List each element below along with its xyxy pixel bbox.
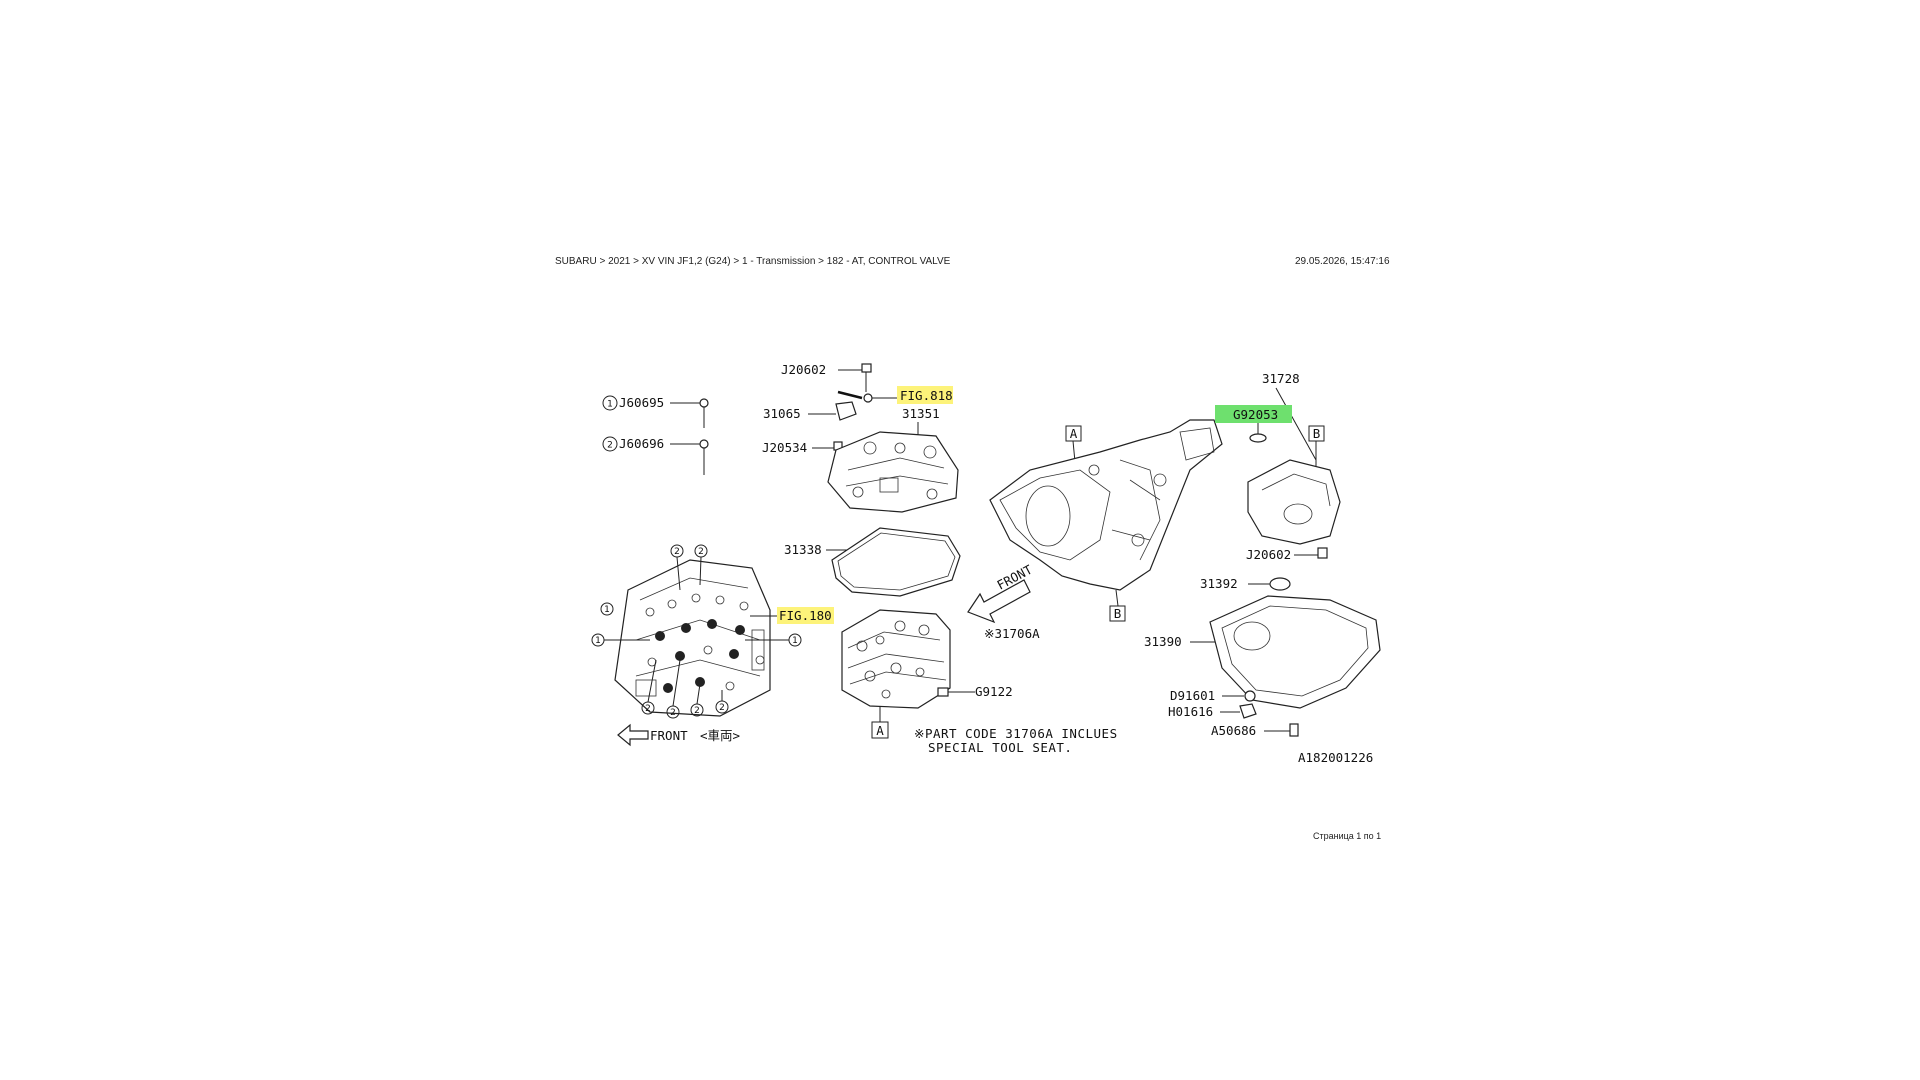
valve-body-detail: 2 2 1 1 1 2 2 2 2 FIG.180	[591, 544, 834, 719]
highlight-g92053	[1215, 405, 1292, 423]
callout-b-lower: B	[1114, 606, 1122, 621]
svg-text:2: 2	[670, 708, 676, 718]
label-31706a[interactable]: ※31706A	[984, 626, 1040, 641]
label-a50686[interactable]: A50686	[1211, 723, 1256, 738]
svg-text:2: 2	[719, 703, 725, 713]
label-front-paren: <車両>	[700, 728, 740, 743]
label-31390[interactable]: 31390	[1144, 634, 1182, 649]
label-g9122[interactable]: G9122	[975, 684, 1013, 699]
callout-a-top: A	[1070, 426, 1078, 441]
label-j60695[interactable]: J60695	[619, 395, 664, 410]
highlight-fig180	[777, 607, 834, 624]
oil-pan: 31392 31390 D91601 H01616 A50686	[1144, 576, 1381, 738]
note-line-2: SPECIAL TOOL SEAT.	[928, 740, 1072, 755]
callout-a-lower: A	[876, 723, 884, 738]
valve-plugs	[635, 593, 765, 697]
svg-text:1: 1	[595, 636, 601, 646]
svg-text:2: 2	[645, 704, 651, 714]
note-line-1: ※PART CODE 31706A INCLUES	[914, 726, 1118, 741]
label-31338[interactable]: 31338	[784, 542, 822, 557]
label-j20602-top[interactable]: J20602	[781, 362, 826, 377]
callout-b-top: B	[1313, 426, 1321, 441]
timestamp: 29.05.2026, 15:47:16	[1295, 256, 1390, 267]
label-j20534[interactable]: J20534	[762, 440, 807, 455]
label-31392[interactable]: 31392	[1200, 576, 1238, 591]
callout-2: 2	[607, 441, 613, 451]
breadcrumb: SUBARU > 2021 > XV VIN JF1,2 (G24) > 1 -…	[555, 256, 951, 267]
svg-text:1: 1	[604, 605, 610, 615]
svg-text:1: 1	[792, 636, 798, 646]
label-fig180[interactable]: FIG.180	[779, 608, 832, 623]
label-g92053[interactable]: G92053	[1233, 407, 1278, 422]
label-31728[interactable]: 31728	[1262, 371, 1300, 386]
callout-1: 1	[607, 400, 613, 410]
bolt-group-j60695: 1 J60695	[602, 395, 709, 428]
drawing-id: A182001226	[1298, 750, 1373, 765]
label-front: FRONT	[650, 728, 688, 743]
label-31351[interactable]: 31351	[902, 406, 940, 421]
label-d91601[interactable]: D91601	[1170, 688, 1215, 703]
label-j60696[interactable]: J60696	[619, 436, 664, 451]
highlight-fig818	[897, 386, 953, 404]
gasket-31338: 31338	[784, 527, 961, 597]
transmission-case: A B	[989, 419, 1223, 622]
label-31065[interactable]: 31065	[763, 406, 801, 421]
front-arrow-vehicle: FRONT <車両>	[617, 723, 740, 747]
valve-body-lower: A ※31706A G9122	[841, 609, 1040, 739]
label-j20602-right[interactable]: J20602	[1246, 547, 1291, 562]
page-info: Страница 1 по 1	[1313, 831, 1382, 841]
svg-text:2: 2	[698, 547, 704, 557]
front-arrow-transmission: FRONT	[967, 562, 1035, 624]
label-h01616[interactable]: H01616	[1168, 704, 1213, 719]
bolt-group-j60696: 2 J60696	[602, 436, 709, 475]
valve-body-upper: J20602 FIG.818 31065 31351 J20534	[762, 362, 959, 513]
label-fig818[interactable]: FIG.818	[900, 388, 953, 403]
extension-cover: 31728 G92053 B J20602	[1215, 371, 1341, 562]
svg-text:2: 2	[694, 706, 700, 716]
svg-text:2: 2	[674, 547, 680, 557]
